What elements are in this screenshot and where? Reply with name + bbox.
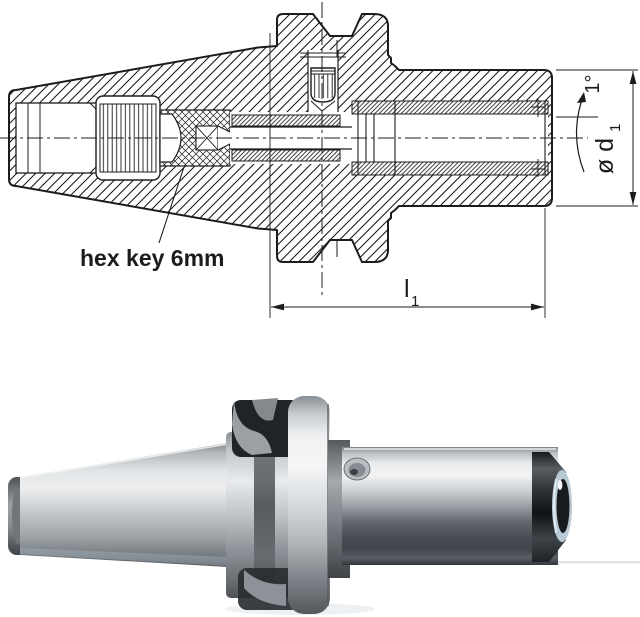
gripper-groove — [254, 432, 275, 598]
dimension-l1: l 1 — [269, 33, 546, 318]
angle-arrow — [577, 92, 586, 103]
arrow-down — [629, 192, 637, 205]
leader-line — [158, 166, 185, 244]
flange-set-screw — [300, 50, 346, 112]
bore-opening — [552, 470, 572, 542]
flange-disc — [288, 396, 330, 614]
arrow-right — [531, 303, 544, 311]
angle-label: 1° — [582, 74, 604, 93]
dim-d1-symbol: ø d — [591, 138, 619, 174]
taper-bottom-sheen — [20, 548, 228, 566]
side-lock-screw — [343, 457, 371, 481]
cylindrical-body — [342, 447, 558, 565]
product-photo — [8, 396, 640, 615]
center-mark-top — [531, 99, 545, 117]
dim-l1-subscript: 1 — [411, 293, 419, 310]
arrow-up — [629, 71, 637, 84]
drive-notch-top — [232, 398, 300, 457]
dimension-d1: ø d 1 — [556, 69, 638, 207]
taper-shank — [20, 443, 228, 567]
technical-drawing: l 1 ø d 1 1° hex key 6mm — [0, 2, 638, 318]
hex-key-label: hex key 6mm — [80, 245, 224, 271]
center-mark-bottom — [531, 159, 545, 177]
angle-dimension: 1° — [556, 74, 604, 173]
drive-notch-bottom — [238, 568, 300, 610]
hex-key-callout: hex key 6mm — [80, 166, 224, 271]
dim-l1-symbol: l — [404, 275, 410, 303]
dim-d1-subscript: 1 — [607, 124, 624, 132]
arrow-left — [271, 303, 284, 311]
taper-top-highlight — [19, 443, 229, 479]
